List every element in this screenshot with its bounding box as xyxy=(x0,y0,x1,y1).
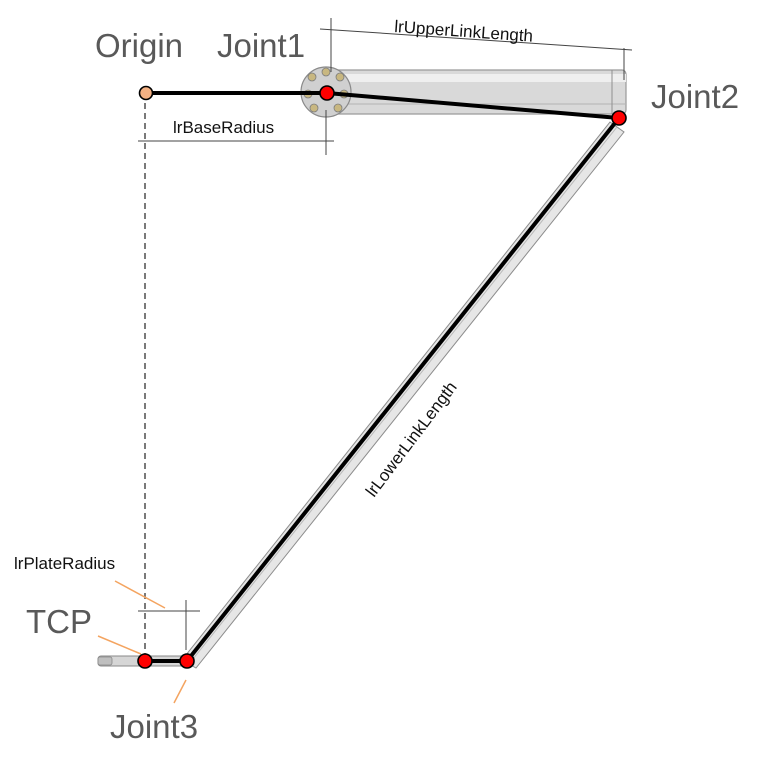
joint1-label: Joint1 xyxy=(217,27,305,64)
tcp-marker xyxy=(137,653,153,669)
joint1-marker xyxy=(319,85,335,101)
upper-link xyxy=(326,91,620,120)
base-radius-label: lrBaseRadius xyxy=(173,118,274,137)
joint2-marker xyxy=(611,110,627,126)
tcp-label: TCP xyxy=(26,603,92,640)
base-radius-dimension xyxy=(138,110,334,155)
upper-link-length-label: lrUpperLinkLength xyxy=(394,17,534,46)
joint3-leader-line xyxy=(173,679,187,704)
joint3-label: Joint3 xyxy=(110,708,198,745)
lower-link xyxy=(185,116,621,663)
upper-link-dimension xyxy=(319,18,633,80)
joint2-label: Joint2 xyxy=(651,78,739,115)
upper-arm-body xyxy=(329,69,627,115)
tcp-leader-line xyxy=(97,635,142,655)
joint3-marker xyxy=(179,653,195,669)
plate-radius-leader-line xyxy=(114,580,166,609)
origin-label: Origin xyxy=(95,27,183,64)
plate-radius-dimension xyxy=(138,600,200,650)
origin-marker xyxy=(138,85,154,101)
plate-radius-label: lrPlateRadius xyxy=(14,554,115,573)
